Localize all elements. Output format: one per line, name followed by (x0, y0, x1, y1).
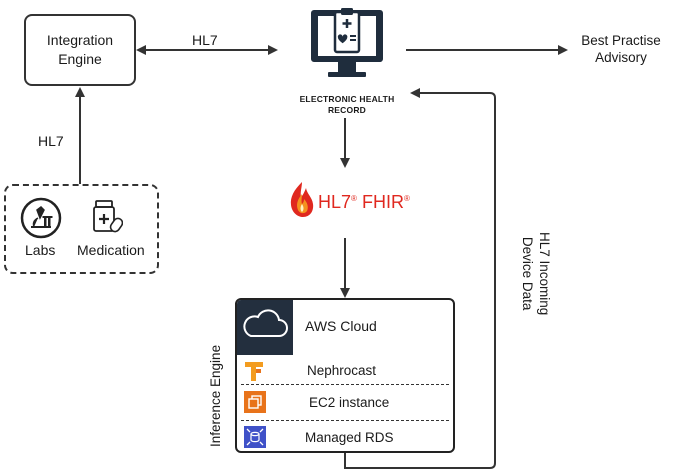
data-sources-group (4, 184, 159, 274)
integration-engine-line2: Engine (58, 51, 102, 67)
advisory-label: Best Practise Advisory (576, 32, 666, 66)
aws-cloud-title: AWS Cloud (305, 318, 377, 334)
aws-header-block (237, 300, 293, 355)
cloud-icon (243, 309, 288, 337)
device-data-line1: HL7 Incoming (537, 232, 552, 316)
aws-divider-1 (241, 384, 449, 385)
arrow-feedback-loop (344, 88, 496, 469)
labs-label: Labs (25, 242, 56, 258)
labs-icon (20, 197, 62, 239)
ec2-icon (244, 391, 266, 413)
integration-engine-box: Integration Engine (24, 14, 136, 86)
aws-row-label-rds: Managed RDS (305, 430, 394, 445)
fhir-text: FHIR (361, 192, 404, 212)
hl7-label-top: HL7 (192, 32, 218, 48)
ehr-monitor-icon (311, 8, 383, 77)
medication-icon (93, 200, 123, 233)
aws-divider-2 (241, 420, 449, 421)
medication-label: Medication (77, 242, 145, 258)
advisory-line1: Best Practise (581, 33, 661, 48)
nephrocast-icon (245, 362, 263, 381)
aws-row-label-ec2: EC2 instance (309, 395, 390, 410)
advisory-line2: Advisory (595, 50, 647, 65)
ehr-label: ELECTRONIC HEALTH RECORD (277, 94, 417, 116)
device-data-line2: Device Data (520, 236, 535, 311)
hl7-label-left: HL7 (38, 133, 64, 149)
inference-engine-label: Inference Engine (208, 344, 223, 447)
rds-icon (244, 426, 266, 448)
aws-row-ec2: EC2 instance (237, 387, 453, 419)
fhir-hl7-text: HL7 (318, 192, 352, 212)
fhir-reg-mark-2: ® (403, 194, 410, 203)
hl7-fhir-flame-icon (290, 182, 314, 217)
integration-engine-line1: Integration (46, 32, 114, 48)
ehr-label-line2: RECORD (327, 105, 367, 115)
aws-row-rds: Managed RDS (237, 422, 453, 454)
fhir-reg-mark: ® (351, 194, 357, 203)
device-data-label: HL7 Incoming Device Data (519, 232, 553, 315)
ehr-label-line1: ELECTRONIC HEALTH (299, 94, 395, 104)
aws-row-label-nephrocast: Nephrocast (307, 363, 377, 378)
aws-row-nephrocast: Nephrocast (237, 355, 453, 387)
aws-cloud-box: AWS Cloud Nephrocast EC2 instance Manage… (235, 298, 455, 453)
hl7-fhir-logo-text: HL7® FHIR® (318, 192, 410, 213)
